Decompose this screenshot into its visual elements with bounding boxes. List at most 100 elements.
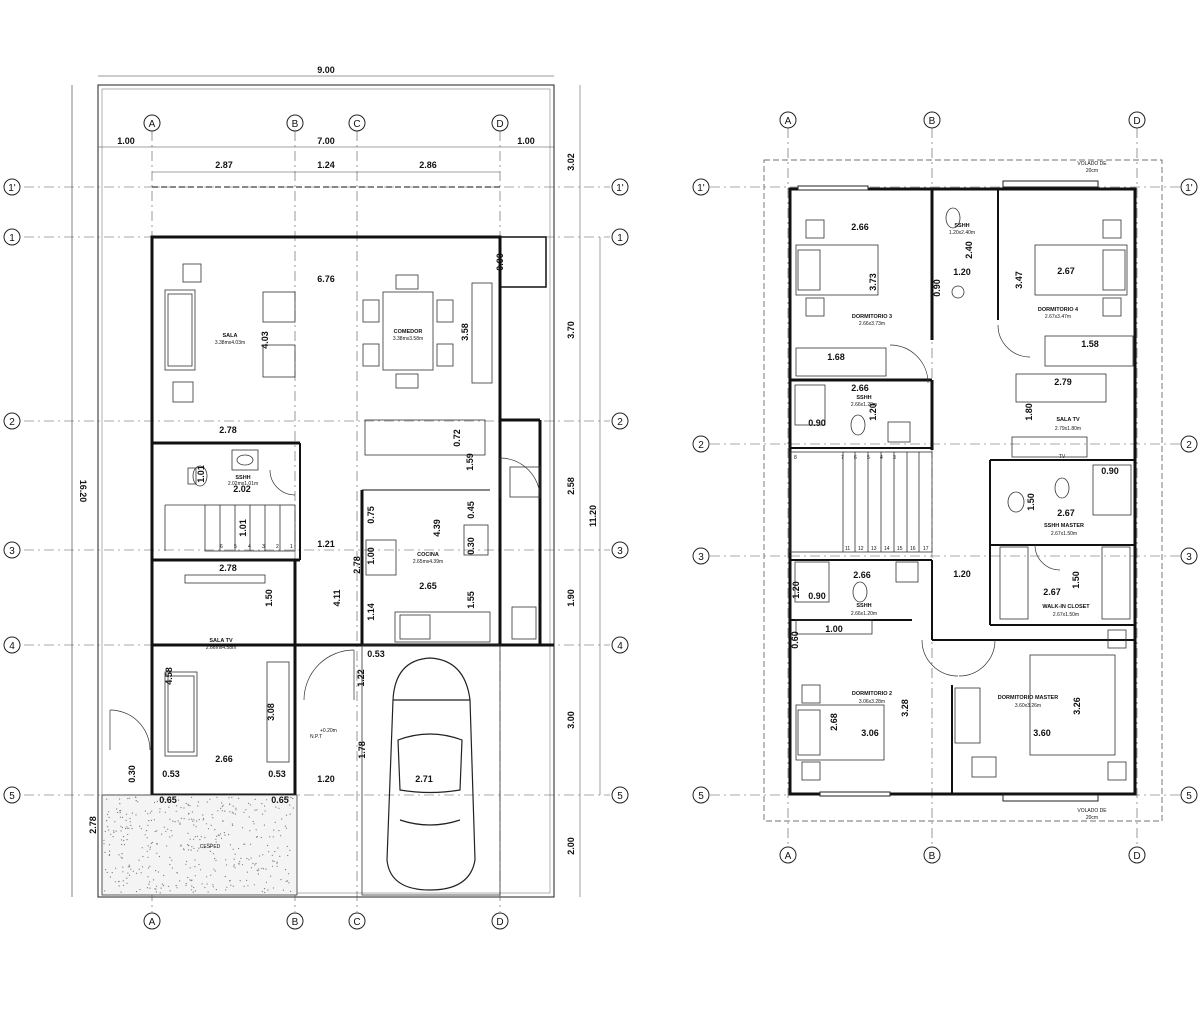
row-label: 5: [617, 791, 623, 802]
dim: 3.26: [1072, 697, 1082, 715]
lawn-dot: [206, 801, 208, 803]
lawn-dot: [121, 857, 123, 859]
lawn-dot: [131, 828, 133, 830]
lawn-dot: [183, 818, 185, 820]
dim: 2.78: [352, 556, 362, 574]
step-num: 2: [276, 544, 279, 550]
lawn-dot: [104, 851, 106, 854]
lawn-dot: [238, 847, 240, 850]
lawn-dot: [161, 883, 163, 885]
dim: 0.90: [932, 279, 942, 297]
lawn-dot: [274, 851, 276, 853]
lawn-dot: [289, 813, 291, 815]
lawn-dot: [156, 885, 158, 887]
lawn-dot: [245, 809, 247, 811]
lawn-dot: [194, 866, 196, 868]
lawn-dot: [215, 859, 217, 862]
lawn-dot: [144, 834, 146, 836]
lawn-dot: [129, 817, 131, 820]
room-sshh-top-size: 1.20x2.40m: [949, 230, 975, 236]
lawn-dot: [155, 870, 157, 872]
dim: 2.67: [1043, 587, 1061, 597]
lawn-dot: [149, 881, 151, 883]
step-num: 14: [884, 546, 890, 552]
lawn-dot: [290, 796, 292, 799]
lawn-dot: [229, 803, 231, 805]
lawn-dot: [268, 851, 270, 853]
lawn-dot: [108, 844, 111, 846]
room-salatv-size: 2.66mx4.58m: [206, 645, 236, 651]
dim: 2.79: [1054, 377, 1072, 387]
lawn-dot: [240, 857, 242, 860]
lawn-dot: [249, 843, 252, 845]
row-label: 4: [9, 641, 15, 652]
lawn-dot: [265, 868, 267, 870]
dim: 3.47: [1014, 271, 1024, 289]
lawn-dot: [221, 805, 223, 808]
room-sshh-name: SSHH: [235, 475, 250, 481]
lawn-dot: [204, 886, 206, 889]
lawn-dot: [275, 806, 277, 808]
lawn-dot: [243, 811, 245, 814]
step-num: 3: [262, 544, 265, 550]
room-master-size: 3.60x3.26m: [1015, 703, 1041, 709]
lawn-dot: [272, 887, 274, 889]
lawn-dot: [220, 837, 223, 840]
tv-label: TV: [1059, 454, 1066, 460]
lawn-dot: [273, 829, 275, 831]
lawn-dot: [187, 803, 189, 805]
lawn-dot: [189, 805, 191, 807]
dim: 1.00: [366, 547, 376, 565]
lawn-dot: [156, 852, 158, 854]
lawn-dot: [282, 889, 284, 891]
axis-label: D: [1133, 116, 1140, 127]
lawn-dot: [168, 806, 170, 808]
axis-bubbles-rows-2: 1' 2 3 5 1' 2 3 5: [692, 178, 1198, 804]
lawn-dot: [199, 869, 202, 871]
bedroom-furniture-2: [795, 219, 1134, 781]
room-d3-size: 2.66x3.73m: [859, 321, 885, 327]
lawn-dot: [169, 890, 171, 892]
lawn-dot: [212, 884, 214, 886]
lawn-dot: [198, 819, 200, 821]
dim: 2.68: [829, 713, 839, 731]
dim: 2.71: [415, 774, 433, 784]
lawn-dot: [257, 870, 259, 872]
lawn-dot: [118, 881, 120, 883]
lawn-dot: [271, 854, 273, 856]
lawn-dot: [148, 883, 150, 885]
step-num: 3: [893, 455, 896, 461]
lawn-dot: [157, 871, 159, 873]
lawn-dot: [128, 864, 130, 866]
lawn-dot: [191, 796, 193, 799]
lawn-area: [101, 794, 298, 896]
lawn-dot: [201, 883, 203, 885]
lawn-dot: [108, 816, 110, 819]
lawn-dot: [262, 854, 264, 856]
dim: 2.78: [88, 816, 98, 834]
lawn-dot: [124, 827, 127, 830]
lawn-dot: [166, 799, 168, 801]
lawn-dot: [246, 871, 248, 873]
lawn-dot: [280, 835, 282, 837]
lawn-dot: [188, 818, 190, 820]
overall-width-label: 9.00: [317, 65, 335, 75]
row-label: 2: [617, 417, 623, 428]
lawn-dot: [286, 845, 288, 848]
lawn-dot: [207, 843, 209, 845]
dim: 3.60: [1033, 728, 1051, 738]
lawn-dot: [249, 830, 251, 832]
room-sshh-master-size: 2.67x1.50m: [1051, 531, 1077, 537]
dim: 1.20: [953, 569, 971, 579]
lawn-dot: [106, 820, 108, 822]
lawn-dot: [147, 876, 149, 878]
step-num: 17: [923, 546, 929, 552]
lawn-dot: [155, 888, 157, 890]
lawn-dot: [122, 836, 125, 838]
dim: 1.20: [953, 267, 971, 277]
lawn-dot: [144, 810, 146, 812]
lawn-dot: [191, 818, 193, 820]
lawn-dot: [260, 836, 262, 839]
lawn-dot: [140, 828, 142, 830]
lawn-dot: [186, 860, 188, 863]
